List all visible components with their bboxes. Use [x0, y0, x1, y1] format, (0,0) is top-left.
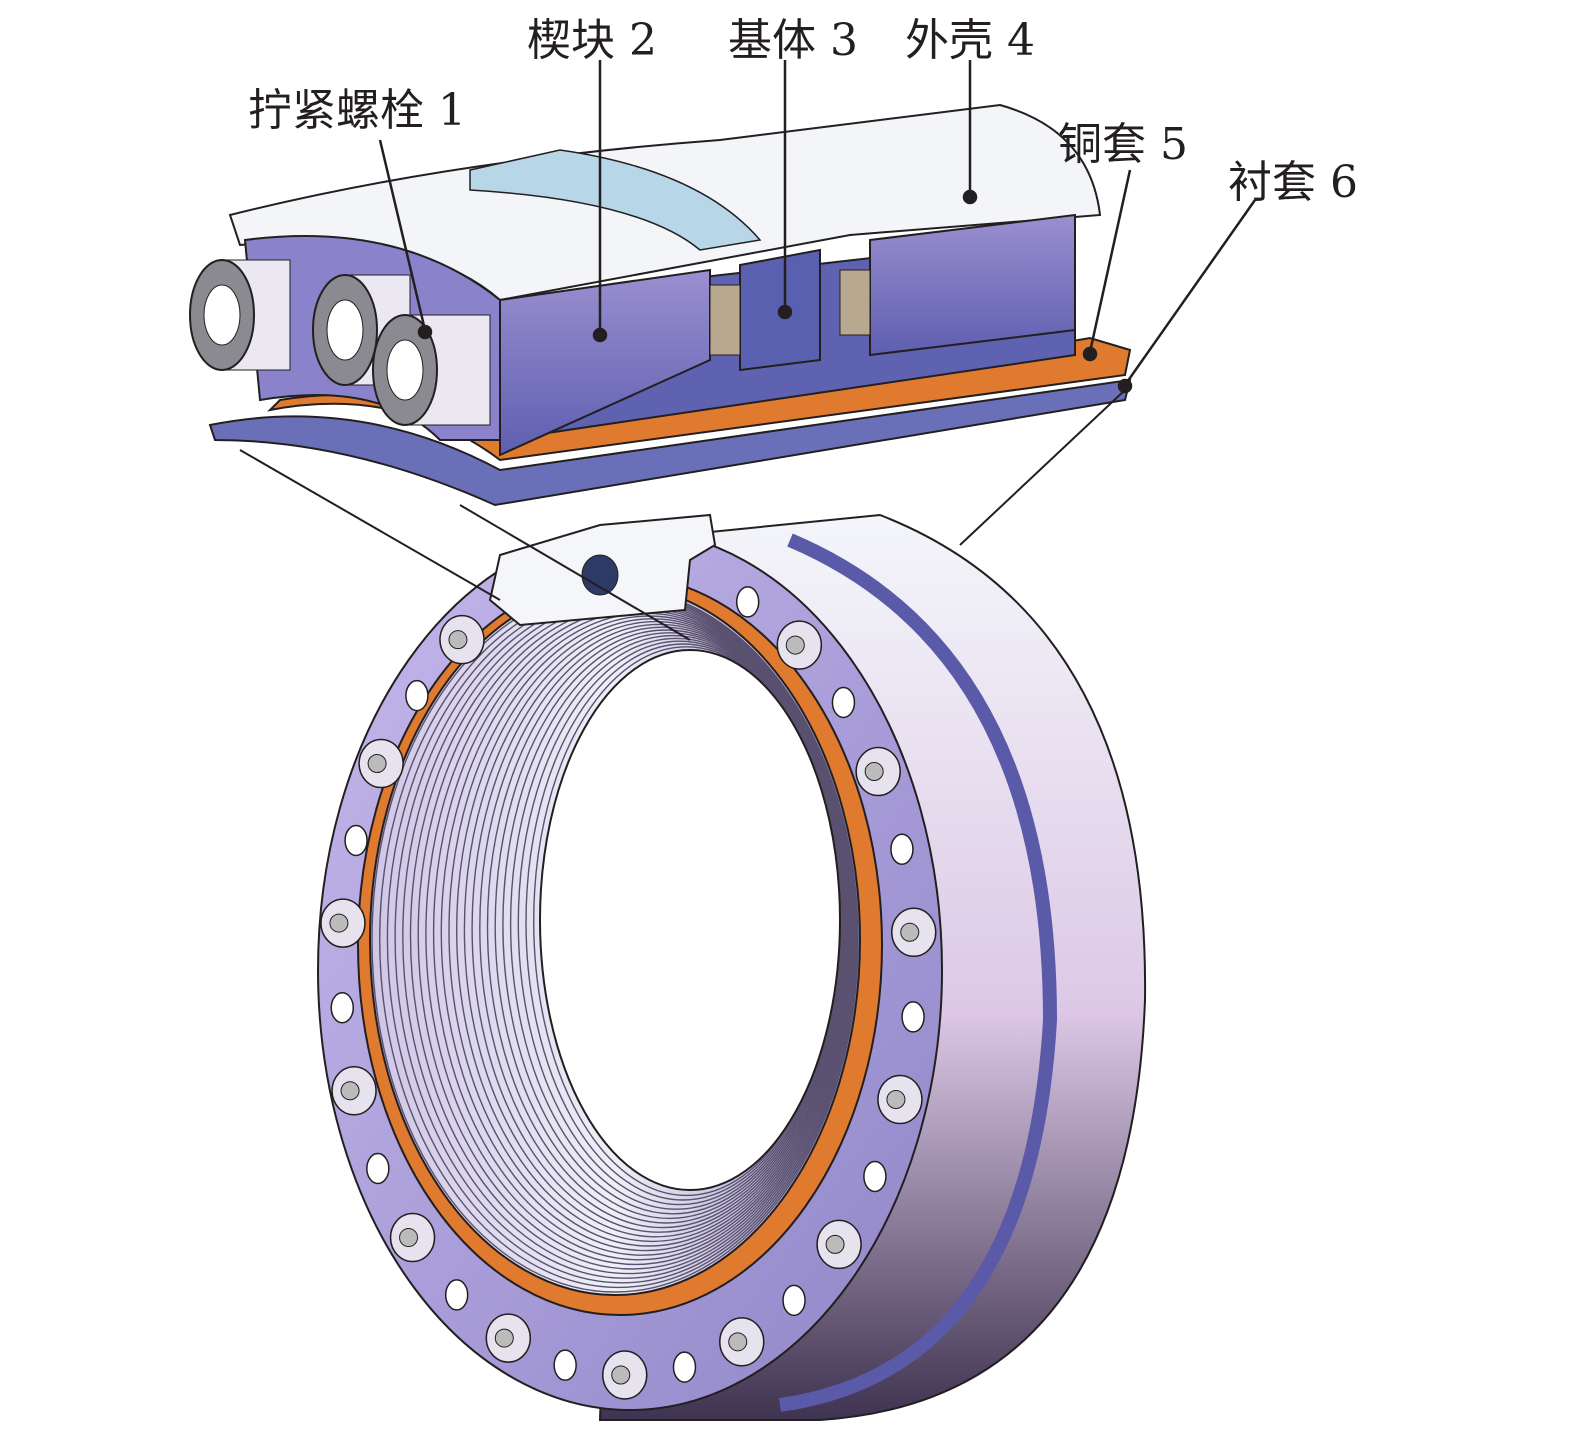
bolt-hole: [405, 679, 429, 712]
bolt-head: [776, 620, 823, 670]
bore-thread: [471, 623, 848, 1233]
label-liner: 衬套 6: [1228, 157, 1358, 208]
bore-opening: [539, 649, 841, 1191]
wedge-block-2: [499, 268, 711, 457]
label-base: 基体 3: [728, 15, 858, 66]
ring-bolts: [320, 582, 937, 1400]
bolt-head: [877, 1074, 923, 1125]
bolt-hole: [344, 824, 368, 857]
bolt-head: [389, 1212, 436, 1263]
bore-thread: [479, 626, 847, 1229]
bolt-hole: [330, 992, 354, 1024]
bolt-hole: [444, 1279, 469, 1311]
bolt-hole: [782, 1284, 806, 1317]
bolt-hole: [366, 1152, 390, 1185]
bolt-hole: [553, 1349, 577, 1381]
exploded-clamp-block: [189, 103, 1132, 507]
bolt-head: [320, 898, 366, 948]
leader-lines: [378, 60, 1257, 394]
bolt-head: [485, 1313, 532, 1363]
wedge-right: [869, 213, 1076, 357]
bore-thread: [494, 632, 845, 1220]
bolt-head: [601, 1350, 648, 1400]
bolt-head: [189, 259, 291, 371]
spring-left: [709, 284, 741, 356]
bolt-hole: [672, 1351, 697, 1383]
bolt-hole: [890, 833, 914, 865]
label-copper-sleeve: 铜套 5: [1058, 119, 1188, 170]
bolt-head: [331, 1066, 377, 1116]
bolt-head: [439, 614, 485, 665]
bolt-hole: [901, 1001, 925, 1033]
bolt-head: [816, 1219, 862, 1270]
bolt-head: [358, 738, 404, 789]
tightening-bolts: [189, 259, 491, 426]
ring-assembly: [317, 513, 1147, 1421]
label-shell: 外壳 4: [905, 15, 1035, 66]
bore-thread: [509, 637, 843, 1210]
bore-thread: [486, 629, 846, 1224]
cutout-bolt: [581, 554, 619, 596]
bolt-head: [718, 1317, 765, 1367]
liner-plate: [208, 378, 1132, 507]
bolt-hole: [831, 686, 856, 719]
label-wedge: 楔块 2: [527, 15, 657, 66]
bolt-hole: [863, 1160, 887, 1193]
spring-right: [839, 269, 871, 336]
ring-groove: [779, 533, 1058, 1412]
bolt-head: [855, 746, 901, 797]
bore-thread: [463, 620, 848, 1238]
bore-thread: [502, 634, 844, 1215]
bolt-hole: [735, 586, 760, 618]
bolt-head: [891, 907, 937, 957]
label-tightening-bolt: 拧紧螺栓 1: [248, 85, 466, 136]
shell-band: [469, 149, 762, 251]
explosion-lines: [239, 389, 1126, 641]
